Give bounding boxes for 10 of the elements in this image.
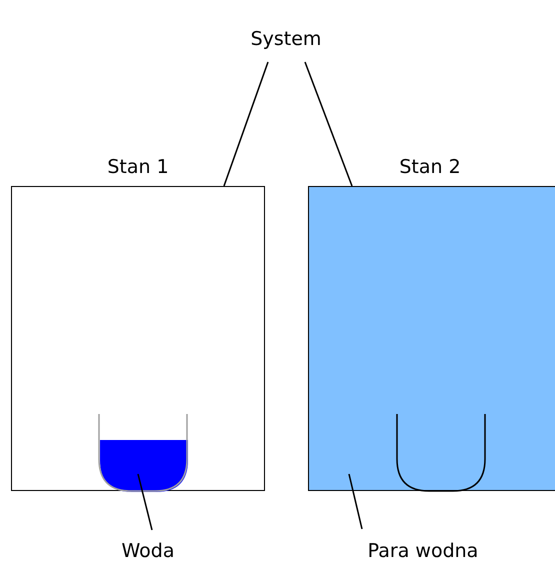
water-drawing: [100, 440, 188, 492]
leader-line: [304, 62, 353, 186]
state-heading: Stan 1: [107, 156, 169, 178]
leader-line: [137, 474, 153, 530]
leader-line: [348, 474, 363, 530]
label-text: Woda: [122, 540, 174, 562]
label-text: System: [250, 28, 322, 50]
leader-line: [223, 62, 269, 186]
state-heading: Stan 2: [399, 156, 461, 178]
label-text: Para wodna: [368, 540, 478, 562]
